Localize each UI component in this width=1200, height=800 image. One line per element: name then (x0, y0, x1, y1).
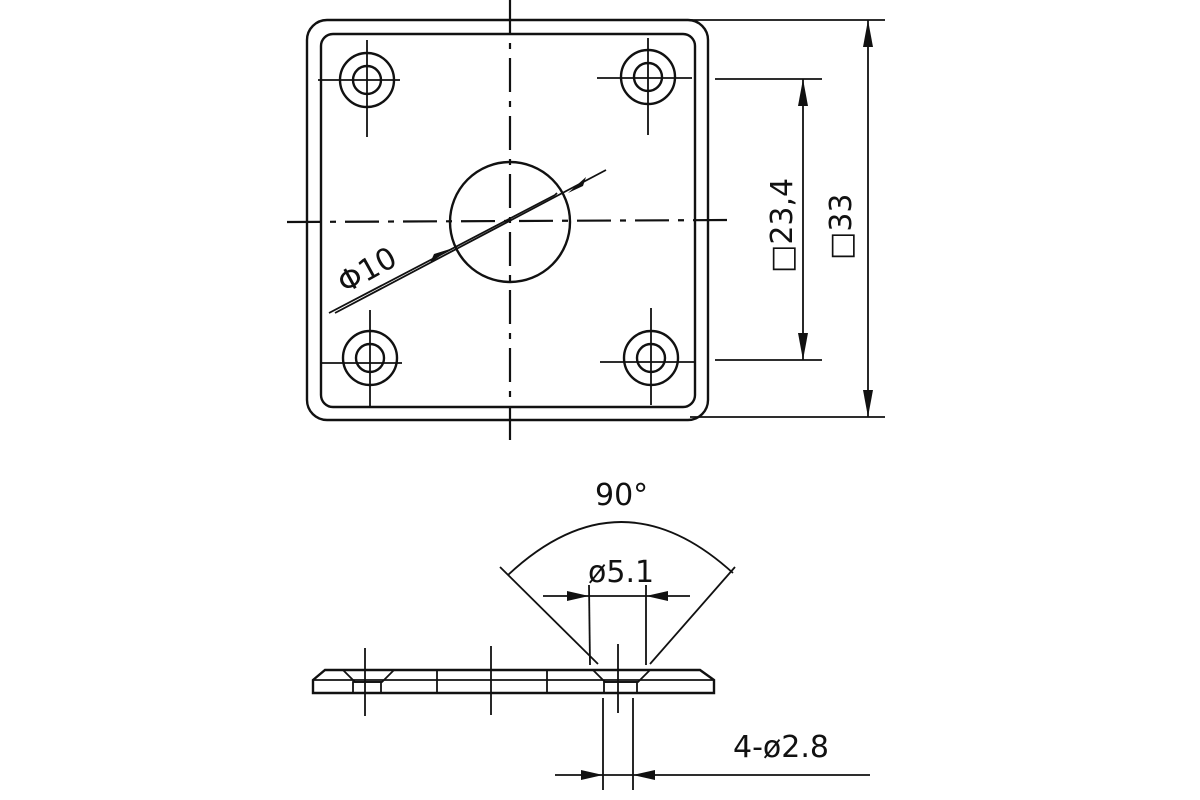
hole-dia-dimension: 4-ø2.8 (555, 698, 870, 790)
mounting-hole-bl (320, 310, 402, 408)
angle-label: 90° (595, 478, 648, 513)
arrowhead (430, 249, 450, 263)
hole-pitch-label: □23,4 (765, 178, 800, 273)
mounting-hole-tr (597, 38, 692, 135)
top-view: Φ10 □23,4 □33 (286, 0, 885, 445)
center-hole-dimension: Φ10 (328, 169, 607, 314)
countersink-dia-label: ø5.1 (588, 555, 654, 590)
horizontal-centerline (286, 218, 736, 224)
countersink-dia-dimension: ø5.1 (543, 555, 690, 666)
arrowhead (568, 177, 586, 193)
mounting-hole-tl (318, 40, 400, 137)
mounting-hole-br (600, 308, 695, 405)
hole-dia-label: 4-ø2.8 (733, 730, 829, 765)
outer-size-dimension: □33 (690, 19, 885, 418)
hole-pitch-dimension: □23,4 (715, 78, 822, 361)
center-hole-dim-label: Φ10 (332, 240, 403, 301)
outer-size-label: □33 (824, 193, 859, 260)
center-hole (448, 160, 572, 284)
countersink-angle-dimension: 90° (499, 478, 736, 665)
side-view: 90° ø5.1 4-ø2.8 (311, 478, 870, 790)
